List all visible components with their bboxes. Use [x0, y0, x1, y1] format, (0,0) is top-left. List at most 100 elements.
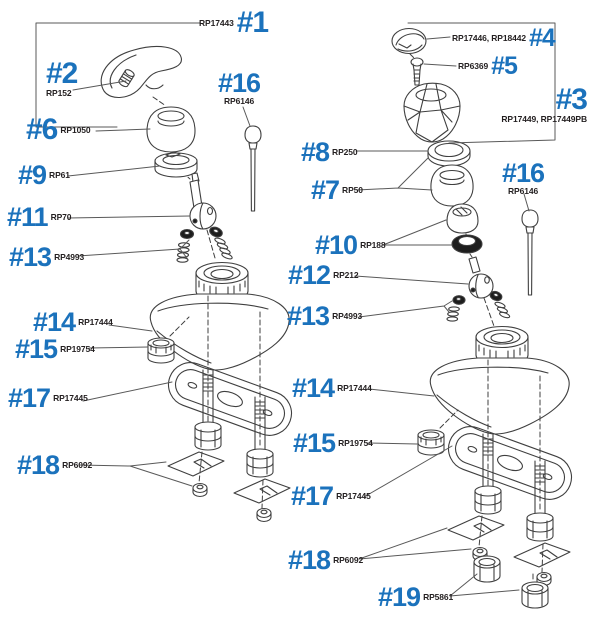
handle-screw-part	[410, 57, 424, 86]
part-number: RP17445	[336, 491, 371, 502]
part-number: RP17445	[53, 393, 88, 404]
callout-10-right: #10 RP188	[315, 230, 386, 260]
callout-2-left: #2 RP152	[46, 57, 78, 98]
callout-5-right: RP6369 #5	[458, 52, 518, 80]
callout-8-right: #8 RP250	[301, 137, 358, 167]
callout-number: #3	[555, 83, 588, 116]
right-assembly-drawing	[391, 27, 578, 609]
faucet-body-cluster	[149, 261, 293, 523]
part-number: RP152	[46, 87, 72, 98]
callout-1-left: RP17443 #1	[199, 6, 269, 39]
part-number: RP5861	[423, 592, 454, 603]
callout-number: #11	[7, 202, 49, 232]
part-number: RP6092	[62, 460, 93, 471]
callout-11-left: #11 RP70	[7, 202, 72, 232]
part-number: RP19754	[338, 438, 373, 449]
part-number: RP19754	[60, 344, 95, 355]
callout-9-left: #9 RP61	[18, 160, 70, 190]
callout-13-left: #13 RP4993	[9, 242, 85, 272]
callout-15-left: #15 RP19754	[15, 336, 95, 363]
crystal-knob-part	[403, 82, 461, 143]
supply-nut-part	[473, 555, 501, 583]
part-number: RP4993	[332, 311, 363, 322]
callout-number: #15	[293, 428, 336, 458]
part-number: RP61	[49, 170, 70, 181]
faucet-body-cluster	[430, 327, 577, 586]
part-number: RP17443	[199, 17, 234, 28]
callout-number: #4	[529, 24, 556, 52]
callout-4-right: RP17446, RP18442 #4	[452, 24, 556, 52]
seats-springs-part	[176, 226, 233, 263]
lift-rod-part	[521, 209, 539, 296]
callout-number: #1	[236, 6, 269, 39]
part-number: RP212	[333, 270, 359, 281]
cam-ring-part	[451, 234, 483, 254]
aerator-part	[147, 337, 175, 364]
callout-number: #2	[46, 57, 78, 90]
callout-12-right: #12 RP212	[288, 260, 359, 290]
bracket-callout-3	[407, 22, 556, 144]
callout-7-right: #7 RP50	[311, 175, 363, 205]
slotted-washer-part	[167, 451, 225, 477]
part-number: RP188	[360, 240, 386, 251]
part-number: RP17444	[337, 383, 372, 394]
callout-number: #8	[301, 137, 330, 167]
callout-6-left: #6 RP1050	[26, 113, 91, 146]
part-number: RP17444	[78, 317, 113, 328]
part-number: RP6146	[507, 185, 539, 196]
callout-number: #18	[17, 450, 60, 480]
callout-17-left: #17 RP17445	[8, 383, 88, 413]
callout-19-right: #19 RP5861	[378, 582, 454, 612]
callout-number: #16	[218, 68, 261, 98]
callout-number: #13	[287, 301, 330, 331]
mounting-gasket-part	[167, 362, 293, 436]
callout-number: #13	[9, 242, 52, 272]
callout-14-left: #14 RP17444	[33, 307, 113, 337]
callout-number: #7	[311, 175, 340, 205]
lift-rod-part	[244, 125, 262, 212]
cam-cap-part	[154, 151, 198, 178]
callout-number: #14	[33, 307, 76, 337]
part-number: RP6092	[333, 555, 364, 566]
aerator-part	[417, 429, 445, 456]
leader-lines	[35, 22, 556, 597]
callout-number: #16	[502, 158, 545, 188]
part-number: RP1050	[60, 124, 91, 135]
part-number: RP250	[332, 147, 358, 158]
callout-number: #17	[8, 383, 51, 413]
seats-springs-part	[446, 290, 511, 322]
callout-number: #12	[288, 260, 331, 290]
callout-number: #5	[491, 52, 518, 80]
part-number: RP70	[50, 212, 72, 223]
callout-number: #9	[18, 160, 47, 190]
callout-number: #6	[26, 113, 58, 146]
index-button-part	[391, 27, 427, 55]
part-number: RP6369	[458, 61, 489, 72]
callout-number: #14	[292, 373, 335, 403]
callout-number: #10	[315, 230, 358, 260]
part-number: RP6146	[223, 95, 255, 106]
lever-handle-part	[100, 45, 182, 98]
part-number: RP17449, RP17449PB	[501, 113, 587, 124]
part-number: RP4993	[54, 252, 85, 263]
locknut-part	[192, 482, 208, 498]
callout-13-right: #13 RP4993	[287, 301, 363, 331]
callout-number: #19	[378, 582, 421, 612]
left-assembly-drawing	[100, 45, 293, 523]
adapter-part	[446, 203, 479, 234]
bracket-callout-1	[35, 22, 201, 128]
callout-17-right: #17 RP17445	[291, 481, 371, 511]
set-screw-part	[118, 69, 135, 88]
knob-skirt-part	[427, 140, 471, 167]
callout-16-left: #16 RP6146	[218, 68, 261, 106]
callout-18-right: #18 RP6092	[288, 545, 364, 575]
dome-cap-part	[430, 164, 474, 207]
callout-18-left: #18 RP6092	[17, 450, 93, 480]
callout-number: #17	[291, 481, 334, 511]
callout-number: #18	[288, 545, 331, 575]
handle-cap-part	[146, 106, 196, 153]
part-number: RP17446, RP18442	[452, 33, 527, 44]
part-number: RP50	[342, 185, 363, 196]
